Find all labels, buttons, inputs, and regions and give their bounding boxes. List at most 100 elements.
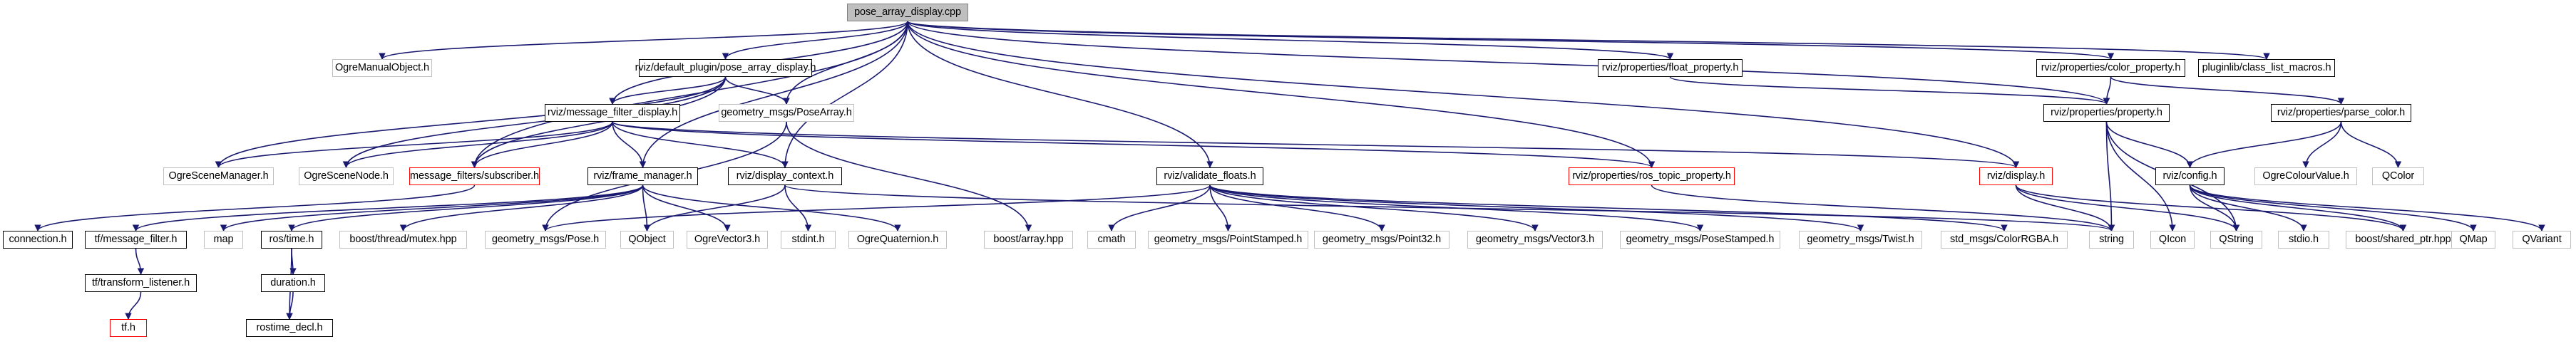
- graph-edge: [471, 21, 908, 168]
- graph-edge: [612, 121, 2019, 168]
- graph-edge: [907, 21, 1656, 168]
- graph-edge: [2110, 76, 2345, 105]
- graph-node[interactable]: QIcon: [2150, 231, 2195, 249]
- graph-node[interactable]: stdio.h: [2278, 231, 2329, 249]
- graph-node-label: connection.h: [9, 234, 67, 246]
- graph-edge: [1209, 184, 2008, 231]
- graph-edge: [471, 76, 727, 168]
- graph-node-label: geometry_msgs/Vector3.h: [1475, 234, 1595, 246]
- graph-node[interactable]: pluginlib/class_list_macros.h: [2198, 59, 2335, 77]
- graph-node-label: rviz/properties/ros_topic_property.h: [1572, 170, 1731, 182]
- graph-edge: [1651, 184, 2115, 231]
- graph-node[interactable]: OgreSceneNode.h: [299, 167, 394, 185]
- graph-node[interactable]: OgreColourValue.h: [2254, 167, 2357, 185]
- graph-node[interactable]: rviz/display.h: [1979, 167, 2053, 185]
- graph-node[interactable]: rostime_decl.h: [246, 319, 333, 337]
- graph-edge: [286, 291, 294, 320]
- graph-node[interactable]: rviz/properties/property.h: [2043, 104, 2170, 122]
- graph-edge: [399, 184, 644, 231]
- graph-node[interactable]: duration.h: [261, 274, 325, 292]
- graph-edge: [2015, 184, 2407, 231]
- graph-node[interactable]: geometry_msgs/PoseArray.h: [719, 104, 854, 122]
- graph-edge: [722, 21, 908, 60]
- graph-edge: [135, 248, 145, 275]
- graph-node-label: cmath: [1097, 234, 1126, 246]
- graph-node[interactable]: tf/transform_listener.h: [85, 274, 197, 292]
- graph-edge: [2103, 76, 2112, 105]
- graph-node[interactable]: std_msgs/ColorRGBA.h: [1941, 231, 2068, 249]
- graph-node[interactable]: geometry_msgs/Vector3.h: [1467, 231, 1603, 249]
- graph-node-label: pose_array_display.cpp: [854, 6, 961, 19]
- graph-node-label: rviz/properties/color_property.h: [2041, 62, 2181, 74]
- graph-edge: [215, 76, 727, 168]
- graph-node[interactable]: QColor: [2372, 167, 2424, 185]
- graph-node-label: geometry_msgs/Pose.h: [491, 234, 600, 246]
- graph-edge: [2189, 184, 2545, 231]
- graph-node-label: tf/transform_listener.h: [91, 277, 190, 289]
- graph-node[interactable]: rviz/default_plugin/pose_array_display.h: [635, 59, 816, 77]
- graph-node-label: stdint.h: [791, 234, 825, 246]
- graph-node[interactable]: boost/thread/mutex.hpp: [339, 231, 467, 249]
- graph-node-label: rviz/default_plugin/pose_array_display.h: [635, 62, 816, 74]
- graph-node[interactable]: QMap: [2451, 231, 2495, 249]
- graph-node[interactable]: string: [2089, 231, 2134, 249]
- graph-node[interactable]: rviz/display_context.h: [728, 167, 842, 185]
- graph-edge: [784, 184, 812, 231]
- graph-node[interactable]: map: [204, 231, 243, 249]
- graph-node-label: QObject: [628, 234, 666, 246]
- graph-node[interactable]: QVariant: [2513, 231, 2571, 249]
- graph-node[interactable]: rviz/properties/ros_topic_property.h: [1569, 167, 1735, 185]
- graph-node[interactable]: rviz/properties/float_property.h: [1598, 59, 1743, 77]
- graph-node[interactable]: boost/shared_ptr.hpp: [2346, 231, 2460, 249]
- graph-node[interactable]: geometry_msgs/PointStamped.h: [1148, 231, 1308, 249]
- graph-node[interactable]: rviz/validate_floats.h: [1156, 167, 1263, 185]
- graph-edge: [2302, 121, 2342, 168]
- graph-node-label: std_msgs/ColorRGBA.h: [1950, 234, 2058, 246]
- graph-node[interactable]: OgreQuaternion.h: [848, 231, 947, 249]
- graph-node-label: map: [213, 234, 234, 246]
- graph-node-label: geometry_msgs/Point32.h: [1322, 234, 1442, 246]
- graph-edge: [907, 21, 2114, 60]
- graph-node-label: QVariant: [2522, 234, 2562, 246]
- graph-edge: [612, 121, 789, 168]
- graph-edge: [379, 21, 908, 60]
- graph-node[interactable]: OgreVector3.h: [687, 231, 768, 249]
- graph-node[interactable]: QString: [2210, 231, 2262, 249]
- graph-node[interactable]: QObject: [620, 231, 674, 249]
- graph-node[interactable]: connection.h: [3, 231, 73, 249]
- graph-node[interactable]: tf/message_filter.h: [85, 231, 187, 249]
- graph-node-label: geometry_msgs/PoseStamped.h: [1626, 234, 1775, 246]
- graph-node-label: QMap: [2459, 234, 2488, 246]
- graph-node-label: geometry_msgs/PointStamped.h: [1154, 234, 1303, 246]
- graph-node[interactable]: rviz/properties/color_property.h: [2036, 59, 2185, 77]
- graph-node[interactable]: geometry_msgs/Twist.h: [1799, 231, 1922, 249]
- graph-node[interactable]: cmath: [1087, 231, 1136, 249]
- graph-node[interactable]: boost/array.hpp: [984, 231, 1073, 249]
- graph-node[interactable]: ros/time.h: [261, 231, 322, 249]
- graph-node-label: QIcon: [2158, 234, 2187, 246]
- graph-node[interactable]: rviz/frame_manager.h: [587, 167, 698, 185]
- graph-node[interactable]: geometry_msgs/Point32.h: [1314, 231, 1449, 249]
- graph-node[interactable]: message_filters/subscriber.h: [409, 167, 540, 185]
- graph-node[interactable]: OgreSceneManager.h: [163, 167, 274, 185]
- graph-edge: [125, 291, 142, 320]
- graph-node[interactable]: rviz/config.h: [2155, 167, 2225, 185]
- graph-node[interactable]: pose_array_display.cpp: [847, 4, 968, 21]
- graph-node-label: boost/array.hpp: [993, 234, 1064, 246]
- graph-edge: [1209, 184, 1232, 231]
- graph-edge: [2186, 121, 2342, 168]
- graph-node[interactable]: geometry_msgs/Pose.h: [485, 231, 606, 249]
- graph-node[interactable]: tf.h: [110, 319, 147, 337]
- graph-edge: [1209, 184, 1864, 231]
- graph-node[interactable]: OgreManualObject.h: [332, 59, 432, 77]
- graph-node[interactable]: rviz/properties/parse_color.h: [2271, 104, 2411, 122]
- graph-edge: [781, 21, 908, 168]
- graph-edge: [642, 184, 901, 231]
- graph-node[interactable]: rviz/message_filter_display.h: [545, 104, 680, 122]
- graph-node-label: rviz/frame_manager.h: [593, 170, 692, 182]
- graph-edge: [2189, 184, 2477, 231]
- graph-node[interactable]: geometry_msgs/PoseStamped.h: [1620, 231, 1780, 249]
- graph-node-label: rviz/config.h: [2162, 170, 2217, 182]
- graph-node-label: OgreColourValue.h: [2262, 170, 2349, 182]
- graph-node[interactable]: stdint.h: [781, 231, 836, 249]
